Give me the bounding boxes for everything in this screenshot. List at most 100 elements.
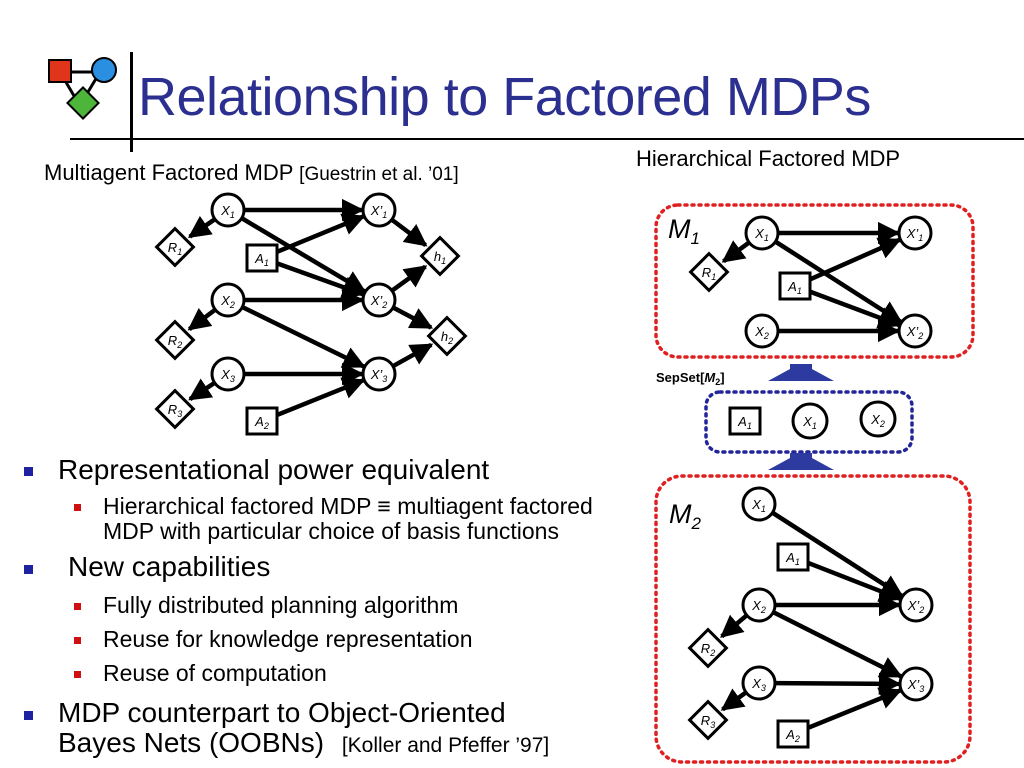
basis-function-node: h2 (426, 315, 468, 357)
svg-text:A1: A1 (785, 550, 800, 567)
svg-text:X2: X2 (220, 293, 235, 310)
svg-text:X’2: X’2 (906, 324, 924, 341)
reward-node: R3 (687, 699, 729, 741)
action-node: A1 (245, 243, 279, 273)
svg-text:X1: X1 (754, 226, 769, 243)
svg-text:X2: X2 (754, 324, 769, 341)
svg-text:X3: X3 (220, 367, 235, 384)
blue-circle-icon (91, 57, 117, 83)
svg-text:R3: R3 (168, 402, 182, 419)
state-node: X1 (210, 192, 246, 228)
reward-node: R3 (154, 388, 196, 430)
logo-icon (48, 57, 117, 120)
dependency-edge (276, 261, 366, 299)
sub-bullet-1-1-cont: MDP with particular choice of basis func… (103, 518, 559, 544)
state-node: X3 (210, 356, 246, 392)
state-node: X’2 (898, 587, 934, 623)
state-node: X’1 (897, 215, 933, 251)
dependency-edge (188, 378, 216, 401)
right-diagram-caption: Hierarchical Factored MDP (636, 146, 901, 171)
dependency-edge (721, 240, 750, 264)
dependency-edge (806, 687, 903, 731)
svg-text:X1: X1 (751, 497, 766, 514)
svg-text:R2: R2 (168, 333, 182, 350)
bullet-3-line-2: Bayes Nets (OOBNs) [Koller and Pfeffer ’… (58, 728, 549, 761)
state-node: X’2 (361, 282, 397, 318)
svg-text:X2: X2 (870, 412, 885, 429)
svg-text:A1: A1 (787, 279, 802, 296)
module-m2-border (654, 474, 972, 764)
sub-bullet-1-1: Hierarchical factored MDP ≡ multiagent f… (103, 493, 593, 519)
sub-bullet-2-3: Reuse of computation (103, 660, 327, 686)
reward-node: R1 (154, 226, 196, 268)
svg-text:h2: h2 (441, 329, 453, 346)
slide-title: Relationship to Factored MDPs (138, 67, 871, 127)
svg-text:X1: X1 (802, 414, 817, 431)
left-diagram-caption: Multiagent Factored MDP [Guestrin et al.… (44, 160, 459, 186)
bullet-3: MDP counterpart to Object-Oriented (58, 697, 506, 728)
sub-bullet-2-2: Reuse for knowledge representation (103, 626, 473, 652)
sub-bullet-marker (74, 671, 81, 678)
up-arrow-icon (768, 453, 834, 470)
action-node: A1 (776, 542, 810, 572)
svg-text:A1: A1 (254, 251, 269, 268)
sepset-border (704, 390, 914, 454)
svg-text:h1: h1 (434, 249, 446, 266)
nodes: X1X2X3X’1X’2X’3R1R2R3h1h2A1A2X1X2X’1X’2R… (154, 192, 934, 749)
dependency-edge (187, 215, 216, 239)
module-label-m1: M1 (668, 214, 700, 248)
svg-text:A2: A2 (254, 414, 269, 431)
svg-text:X2: X2 (751, 598, 766, 615)
state-node: X3 (741, 665, 777, 701)
action-node: A1 (778, 271, 812, 301)
action-node: A2 (776, 719, 810, 749)
dependency-edge (392, 342, 434, 368)
dependency-edge (720, 688, 747, 712)
state-node: X2 (210, 282, 246, 318)
state-node: X2 (741, 587, 777, 623)
dependency-edge (773, 610, 903, 679)
reward-node: R1 (688, 251, 730, 293)
edges (187, 198, 904, 731)
left-caption-citation: [Guestrin et al. ’01] (299, 164, 459, 185)
bullet-3-line-2-text: Bayes Nets (OOBNs) (58, 727, 325, 758)
reward-node: R2 (687, 627, 729, 669)
bullet-1: Representational power equivalent (58, 454, 490, 485)
up-arrow-icon (768, 364, 834, 381)
bullet-3-citation: [Koller and Pfeffer ’97] (341, 734, 550, 757)
action-node: A2 (245, 406, 279, 436)
bullet-marker (24, 565, 33, 574)
module-label-m2: M2 (669, 499, 702, 533)
state-node: X’1 (361, 192, 397, 228)
bullet-marker (24, 467, 33, 476)
sub-bullet-marker (74, 603, 81, 610)
dependency-edge (809, 289, 902, 329)
left-caption-text: Multiagent Factored MDP (44, 160, 294, 185)
svg-text:A1: A1 (737, 414, 752, 431)
dependency-edge (391, 218, 428, 247)
svg-text:X3: X3 (751, 676, 766, 693)
sub-bullet-marker (74, 637, 81, 644)
dependency-edge (391, 264, 428, 292)
module-m1-border (654, 203, 975, 359)
dependency-edge (392, 305, 434, 330)
svg-text:A2: A2 (785, 727, 800, 744)
svg-text:X’2: X’2 (907, 598, 925, 615)
sub-bullet-marker (74, 504, 81, 511)
dependency-edge (276, 377, 366, 418)
title-vertical-rule (130, 52, 133, 152)
state-node: X1 (744, 215, 780, 251)
bullet-2: New capabilities (68, 551, 271, 582)
state-node: X2 (859, 400, 897, 438)
state-node: X2 (744, 313, 780, 349)
title-horizontal-rule (70, 138, 1024, 140)
svg-text:R3: R3 (701, 713, 715, 730)
svg-text:X’3: X’3 (907, 677, 925, 694)
svg-text:X’1: X’1 (906, 226, 924, 243)
svg-text:X’1: X’1 (370, 203, 388, 220)
red-square-icon (48, 59, 72, 83)
dependency-edge (242, 305, 366, 369)
state-node: X1 (741, 486, 777, 522)
sepset-label: SepSet[M2] (656, 370, 725, 387)
bullet-marker (24, 711, 33, 720)
